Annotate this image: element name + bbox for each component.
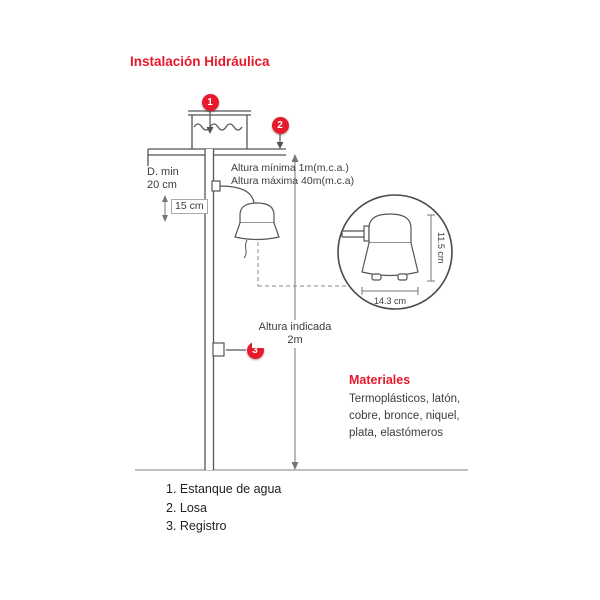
registro-valve	[212, 342, 225, 357]
pipe-diameter-line1: D. min	[147, 166, 179, 178]
materials-list: Termoplásticos, latón, cobre, bronce, ni…	[349, 391, 460, 442]
magnifier-connector	[257, 242, 349, 287]
slab	[147, 148, 286, 166]
device-width-label: 14.3 cm	[374, 296, 407, 306]
legend-item-2: 2. Losa	[166, 500, 208, 515]
pipe-diameter-label: D. min 20 cm	[147, 166, 179, 192]
magnifier-detail	[337, 194, 453, 310]
marker-2: 2	[271, 116, 289, 134]
pipe-fitting	[211, 180, 255, 204]
legend-item-1: 1. Estanque de agua	[166, 482, 282, 496]
materials-line-1: Termoplásticos, latón,	[349, 393, 461, 405]
pipe-diameter-line2: 20 cm	[147, 179, 177, 191]
legend-item-3: 3. Registro	[166, 519, 227, 533]
water-wave	[193, 123, 243, 131]
max-height-line: Altura máxima 40m(m.c.a)	[231, 175, 355, 187]
device-dimension-lines	[361, 214, 435, 295]
indicated-height-label: Altura indicada 2m	[252, 320, 338, 348]
indicated-height-line1: Altura indicada	[258, 321, 332, 333]
marker-3-number: 3	[252, 344, 258, 356]
water-tank	[188, 110, 251, 149]
marker-2-number: 2	[277, 119, 283, 131]
materials-heading: Materiales	[349, 373, 411, 387]
page-title: Instalación Hidráulica	[130, 54, 270, 69]
clearance-label: 15 cm	[171, 199, 208, 214]
marker-1: 1	[201, 93, 219, 111]
pressure-range-label: Altura mínima 1m(m.c.a.) Altura máxima 4…	[231, 162, 354, 188]
device-height-label: 11.5 cm	[436, 232, 446, 264]
legend: 1. Estanque de agua 2. Losa 3. Registro	[166, 480, 281, 536]
materials-line-3: plata, elastómeros	[349, 427, 443, 439]
indicated-height-line2: 2m	[287, 334, 303, 346]
materials-line-2: cobre, bronce, niquel,	[349, 410, 460, 422]
height-dimension-line	[291, 154, 299, 470]
marker-leaders	[206, 110, 284, 351]
clearance-dimension-line	[162, 195, 168, 222]
min-height-line: Altura mínima 1m(m.c.a.)	[231, 162, 349, 174]
marker-1-number: 1	[207, 96, 213, 108]
magnified-device	[341, 213, 419, 281]
shower-device	[234, 202, 280, 259]
main-pipe	[204, 149, 215, 470]
